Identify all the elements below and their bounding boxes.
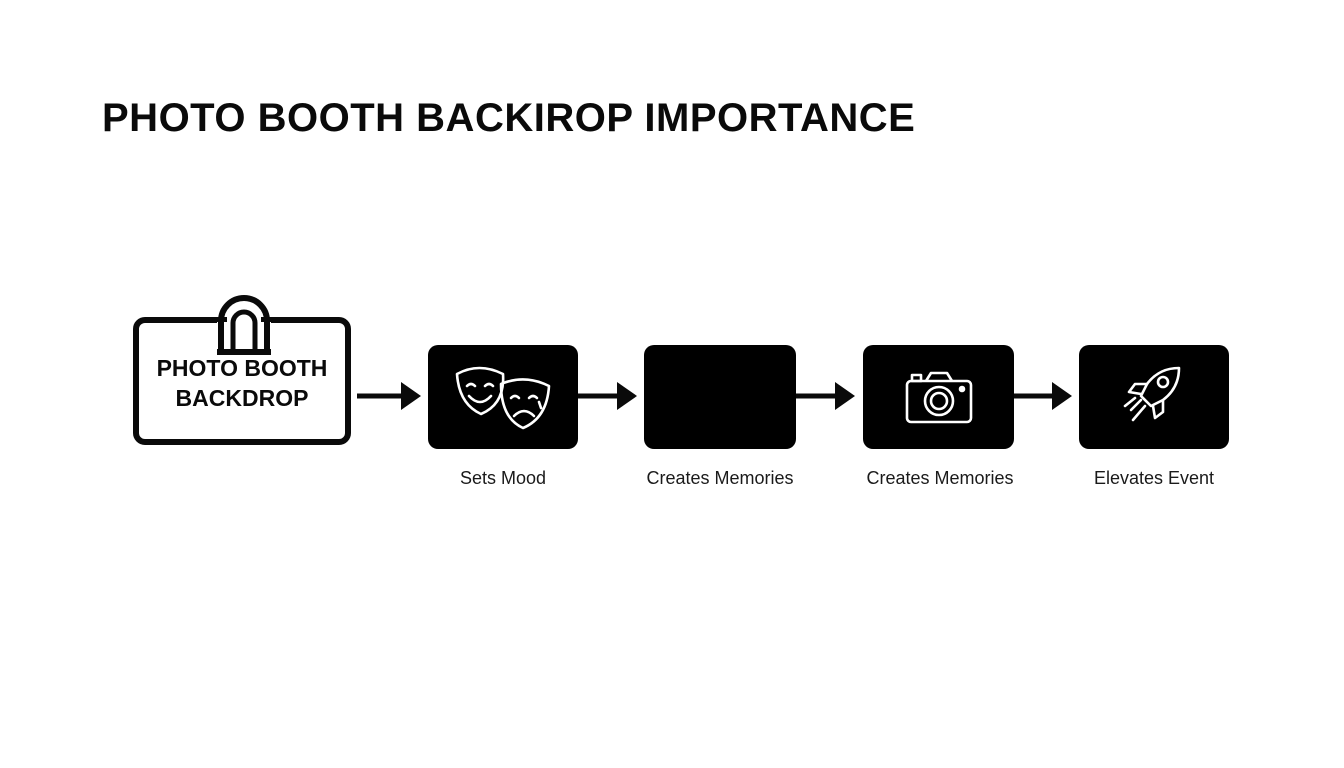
step-box-sets-mood bbox=[428, 345, 578, 449]
step-label-creates-memories-camera: Creates Memories bbox=[866, 468, 1014, 488]
step-label-sets-mood: Sets Mood bbox=[459, 468, 547, 488]
step-box-creates-memories bbox=[644, 345, 796, 449]
arch-icon bbox=[217, 295, 271, 357]
step-box-elevates-event bbox=[1079, 345, 1229, 449]
source-label-line1: PHOTO BOOTH bbox=[156, 355, 328, 381]
arrow-2 bbox=[577, 382, 637, 410]
camera-icon bbox=[905, 371, 972, 424]
step-box-creates-memories-camera bbox=[863, 345, 1014, 449]
step-label-elevates-event: Elevates Event bbox=[1093, 468, 1215, 488]
source-label-line2: BACKDROP bbox=[175, 385, 309, 411]
arrow-4 bbox=[1012, 382, 1072, 410]
theater-masks-icon bbox=[455, 366, 551, 430]
step-label-creates-memories: Creates Memories bbox=[646, 468, 794, 488]
rocket-icon bbox=[1123, 366, 1181, 422]
page-title: PHOTO BOOTH BACKIROP IMPORTANCE bbox=[102, 96, 916, 140]
arrow-1 bbox=[357, 382, 421, 410]
arrow-3 bbox=[795, 382, 855, 410]
